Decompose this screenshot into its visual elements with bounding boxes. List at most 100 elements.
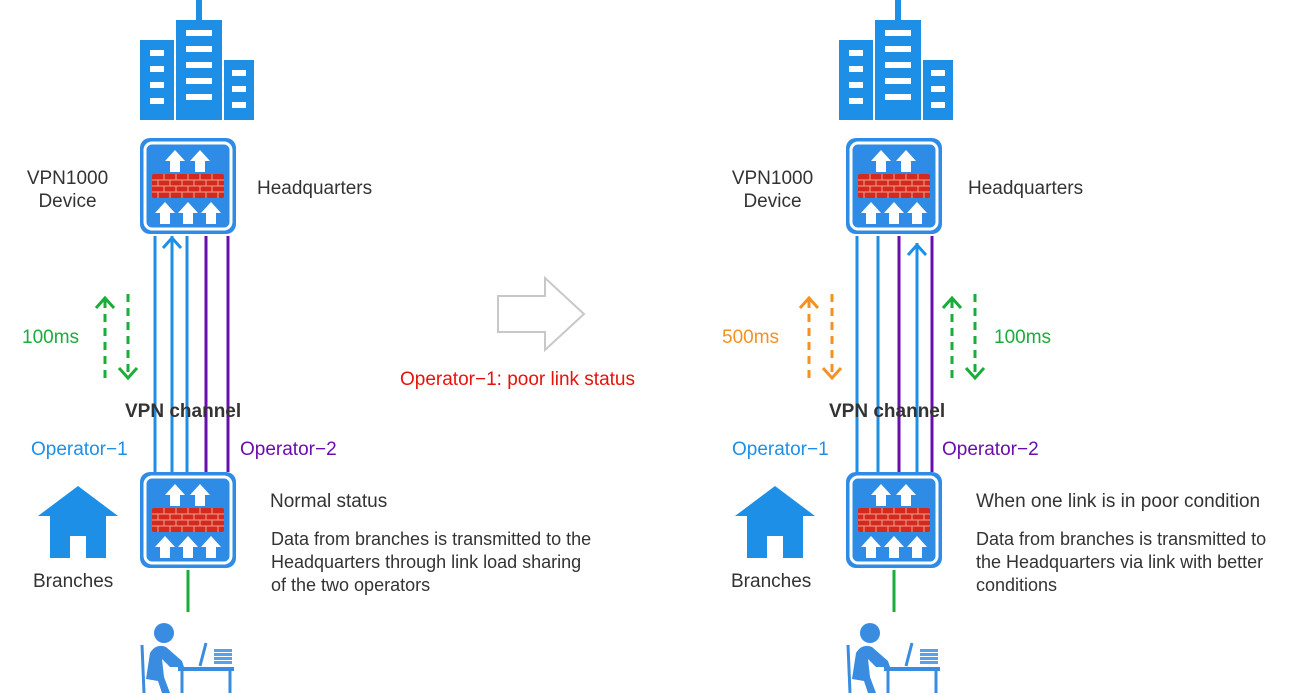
right-branches-label: Branches (731, 571, 812, 592)
window (186, 78, 212, 84)
window (150, 98, 164, 104)
up-arrow-icon (907, 202, 927, 224)
device-border (143, 475, 233, 565)
left-latency-label: 100ms (22, 327, 80, 348)
window (232, 102, 246, 108)
book-stack (920, 653, 938, 656)
up-arrow-icon (861, 536, 881, 558)
head (154, 623, 174, 643)
firewall-device-icon (140, 472, 236, 568)
laptop (198, 642, 208, 667)
window (931, 86, 945, 92)
up-arrow-icon (896, 484, 916, 506)
building-icon (140, 0, 254, 120)
latency-down-arrow-icon (117, 366, 139, 381)
left-latency-arrows (94, 294, 139, 381)
latency-up-arrow-icon (941, 295, 963, 310)
person-at-laptop-icon (846, 623, 940, 694)
house-shape (735, 486, 815, 558)
window (186, 62, 212, 68)
body (852, 645, 890, 693)
window (885, 78, 911, 84)
antenna (895, 0, 901, 22)
link-up-arrow-icon (906, 242, 928, 257)
right-status-desc: Data from branches is transmitted to the… (976, 529, 1267, 595)
antenna (196, 0, 202, 22)
left-branches-label: Branches (33, 571, 114, 592)
laptop (904, 642, 914, 667)
right-operator1-label: Operator−1 (732, 439, 829, 460)
right-device-label: VPN1000 Device (731, 168, 814, 212)
latency-up-arrow-icon (94, 295, 116, 310)
desk (178, 667, 234, 671)
book-stack (920, 661, 938, 664)
up-arrow-icon (907, 536, 927, 558)
book-stack (920, 649, 938, 652)
up-arrow-icon (190, 484, 210, 506)
right-latency-bad-arrows (798, 294, 843, 381)
firewall-device-icon (140, 138, 236, 234)
firewall-device-icon (846, 472, 942, 568)
link-up-arrow-icon (161, 235, 183, 250)
person-at-laptop-icon (140, 623, 234, 694)
up-arrow-icon (155, 536, 175, 558)
up-arrow-icon (201, 202, 221, 224)
up-arrow-icon (871, 484, 891, 506)
left-device-label: VPN1000 Device (26, 168, 109, 212)
window (232, 70, 246, 76)
window (849, 50, 863, 56)
left-operator1-label: Operator−1 (31, 439, 128, 460)
house-shape (38, 486, 118, 558)
up-arrow-icon (896, 150, 916, 172)
left-vpn-channel-label: VPN channel (125, 401, 242, 422)
house-icon (735, 486, 815, 558)
device-border (143, 141, 233, 231)
up-arrow-icon (871, 150, 891, 172)
device-border (849, 141, 939, 231)
firewall-device-icon (846, 138, 942, 234)
right-hq-label: Headquarters (968, 178, 1084, 199)
book-stack (214, 649, 232, 652)
book-stack (920, 657, 938, 660)
building-icon (839, 0, 953, 120)
window (885, 94, 911, 100)
up-arrow-icon (884, 202, 904, 224)
window (186, 30, 212, 36)
chair (140, 644, 146, 694)
tower (176, 20, 222, 120)
right-operator2-label: Operator−2 (942, 439, 1039, 460)
window (885, 46, 911, 52)
right-latency-bad-label: 500ms (722, 327, 780, 348)
window (186, 94, 212, 100)
window (150, 50, 164, 56)
book-stack (214, 657, 232, 660)
up-arrow-icon (155, 202, 175, 224)
device-border (849, 475, 939, 565)
up-arrow-icon (190, 150, 210, 172)
left-status-title: Normal status (270, 491, 388, 512)
window (849, 66, 863, 72)
window (885, 30, 911, 36)
hollow-arrow-right-icon (497, 275, 586, 353)
right-latency-good-arrows (941, 294, 986, 381)
right-status-title: When one link is in poor condition (976, 491, 1261, 512)
up-arrow-icon (178, 536, 198, 558)
up-arrow-icon (165, 150, 185, 172)
book-stack (214, 653, 232, 656)
window (232, 86, 246, 92)
book-stack (214, 661, 232, 664)
left-hq-label: Headquarters (257, 178, 373, 199)
chair (846, 644, 852, 694)
window (931, 70, 945, 76)
left-status-desc: Data from branches is transmitted to the… (271, 529, 592, 595)
window (885, 62, 911, 68)
window (849, 98, 863, 104)
window (931, 102, 945, 108)
window (150, 82, 164, 88)
desk (884, 667, 940, 671)
up-arrow-icon (884, 536, 904, 558)
transition-label: Operator−1: poor link status (400, 369, 635, 390)
tower (875, 20, 921, 120)
